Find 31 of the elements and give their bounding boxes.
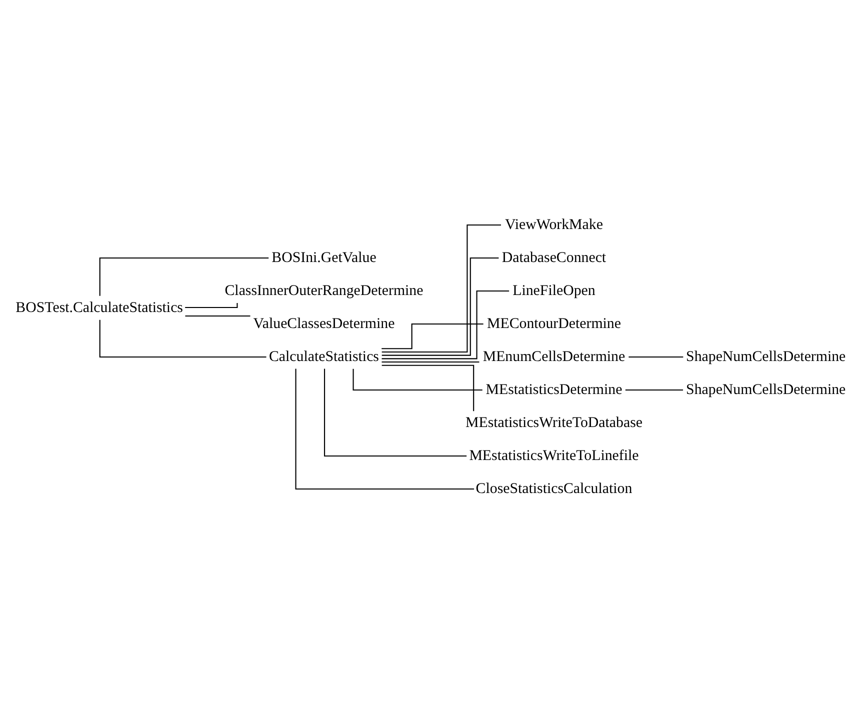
connector — [185, 314, 250, 316]
node-text: LineFileOpen — [512, 282, 596, 298]
node-text: DatabaseConnect — [502, 249, 606, 266]
node-text: ClassInnerOuterRangeDetermine — [224, 282, 424, 298]
connector — [382, 360, 480, 362]
node-text: CloseStatisticsCalculation — [476, 480, 632, 496]
connector — [352, 368, 482, 390]
connector — [382, 364, 474, 411]
node-text: MEstatisticsWriteToLinefile — [469, 447, 639, 464]
node-text: ShapeNumCellsDetermine — [686, 348, 846, 364]
connector — [324, 368, 467, 456]
connector — [382, 290, 510, 359]
node-text: MEstatisticsWriteToDatabase — [465, 414, 642, 430]
node-text: ShapeNumCellsDetermine — [686, 381, 846, 398]
node-text: MEContourDetermine — [486, 315, 621, 332]
connector — [382, 224, 501, 352]
connector — [185, 302, 238, 308]
connector — [382, 256, 499, 356]
connector — [628, 356, 684, 358]
connector — [99, 256, 269, 296]
node-text: MEnumCellsDetermine — [482, 348, 626, 364]
node-text: ViewWorkMake — [504, 216, 603, 232]
connector — [99, 319, 266, 358]
connector — [295, 368, 474, 490]
node-text: BOSIni.GetValue — [272, 249, 376, 266]
node-text: MEstatisticsDetermine — [486, 381, 622, 398]
node-text: BOSTest.CalculateStatistics — [16, 299, 183, 316]
connector — [625, 388, 684, 390]
node-text: ValueClassesDetermine — [253, 315, 395, 332]
connector — [382, 322, 484, 349]
node-text: CalculateStatistics — [268, 348, 379, 364]
